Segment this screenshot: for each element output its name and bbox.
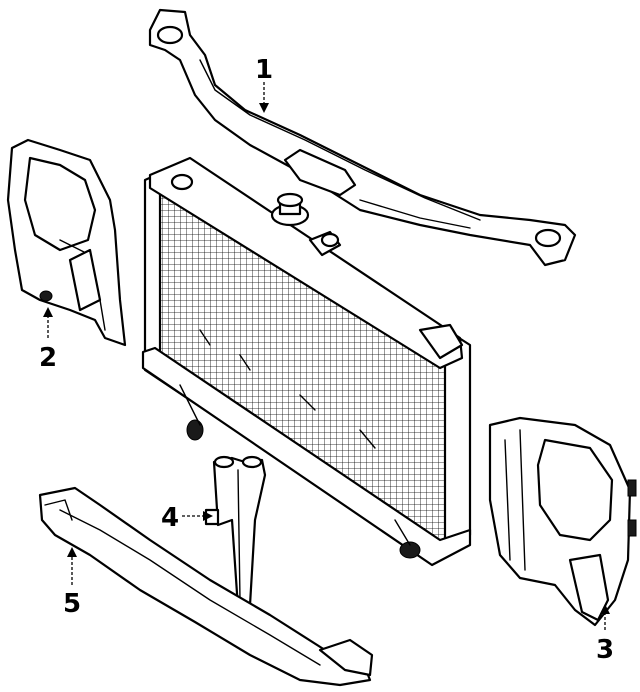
right-fan-shroud bbox=[488, 416, 637, 627]
callouts: 1 2 3 4 5 bbox=[39, 55, 614, 665]
left-fan-shroud bbox=[6, 138, 127, 347]
lower-support-bar bbox=[38, 486, 374, 687]
callout-5: 5 bbox=[63, 589, 81, 619]
callout-2: 2 bbox=[39, 343, 57, 373]
leader-lines bbox=[43, 82, 610, 630]
radiator bbox=[141, 156, 472, 567]
vertical-brace bbox=[204, 455, 267, 610]
callout-4: 4 bbox=[161, 503, 179, 533]
upper-support-bar bbox=[148, 8, 577, 267]
callout-3: 3 bbox=[596, 635, 614, 665]
callout-1: 1 bbox=[255, 55, 273, 85]
